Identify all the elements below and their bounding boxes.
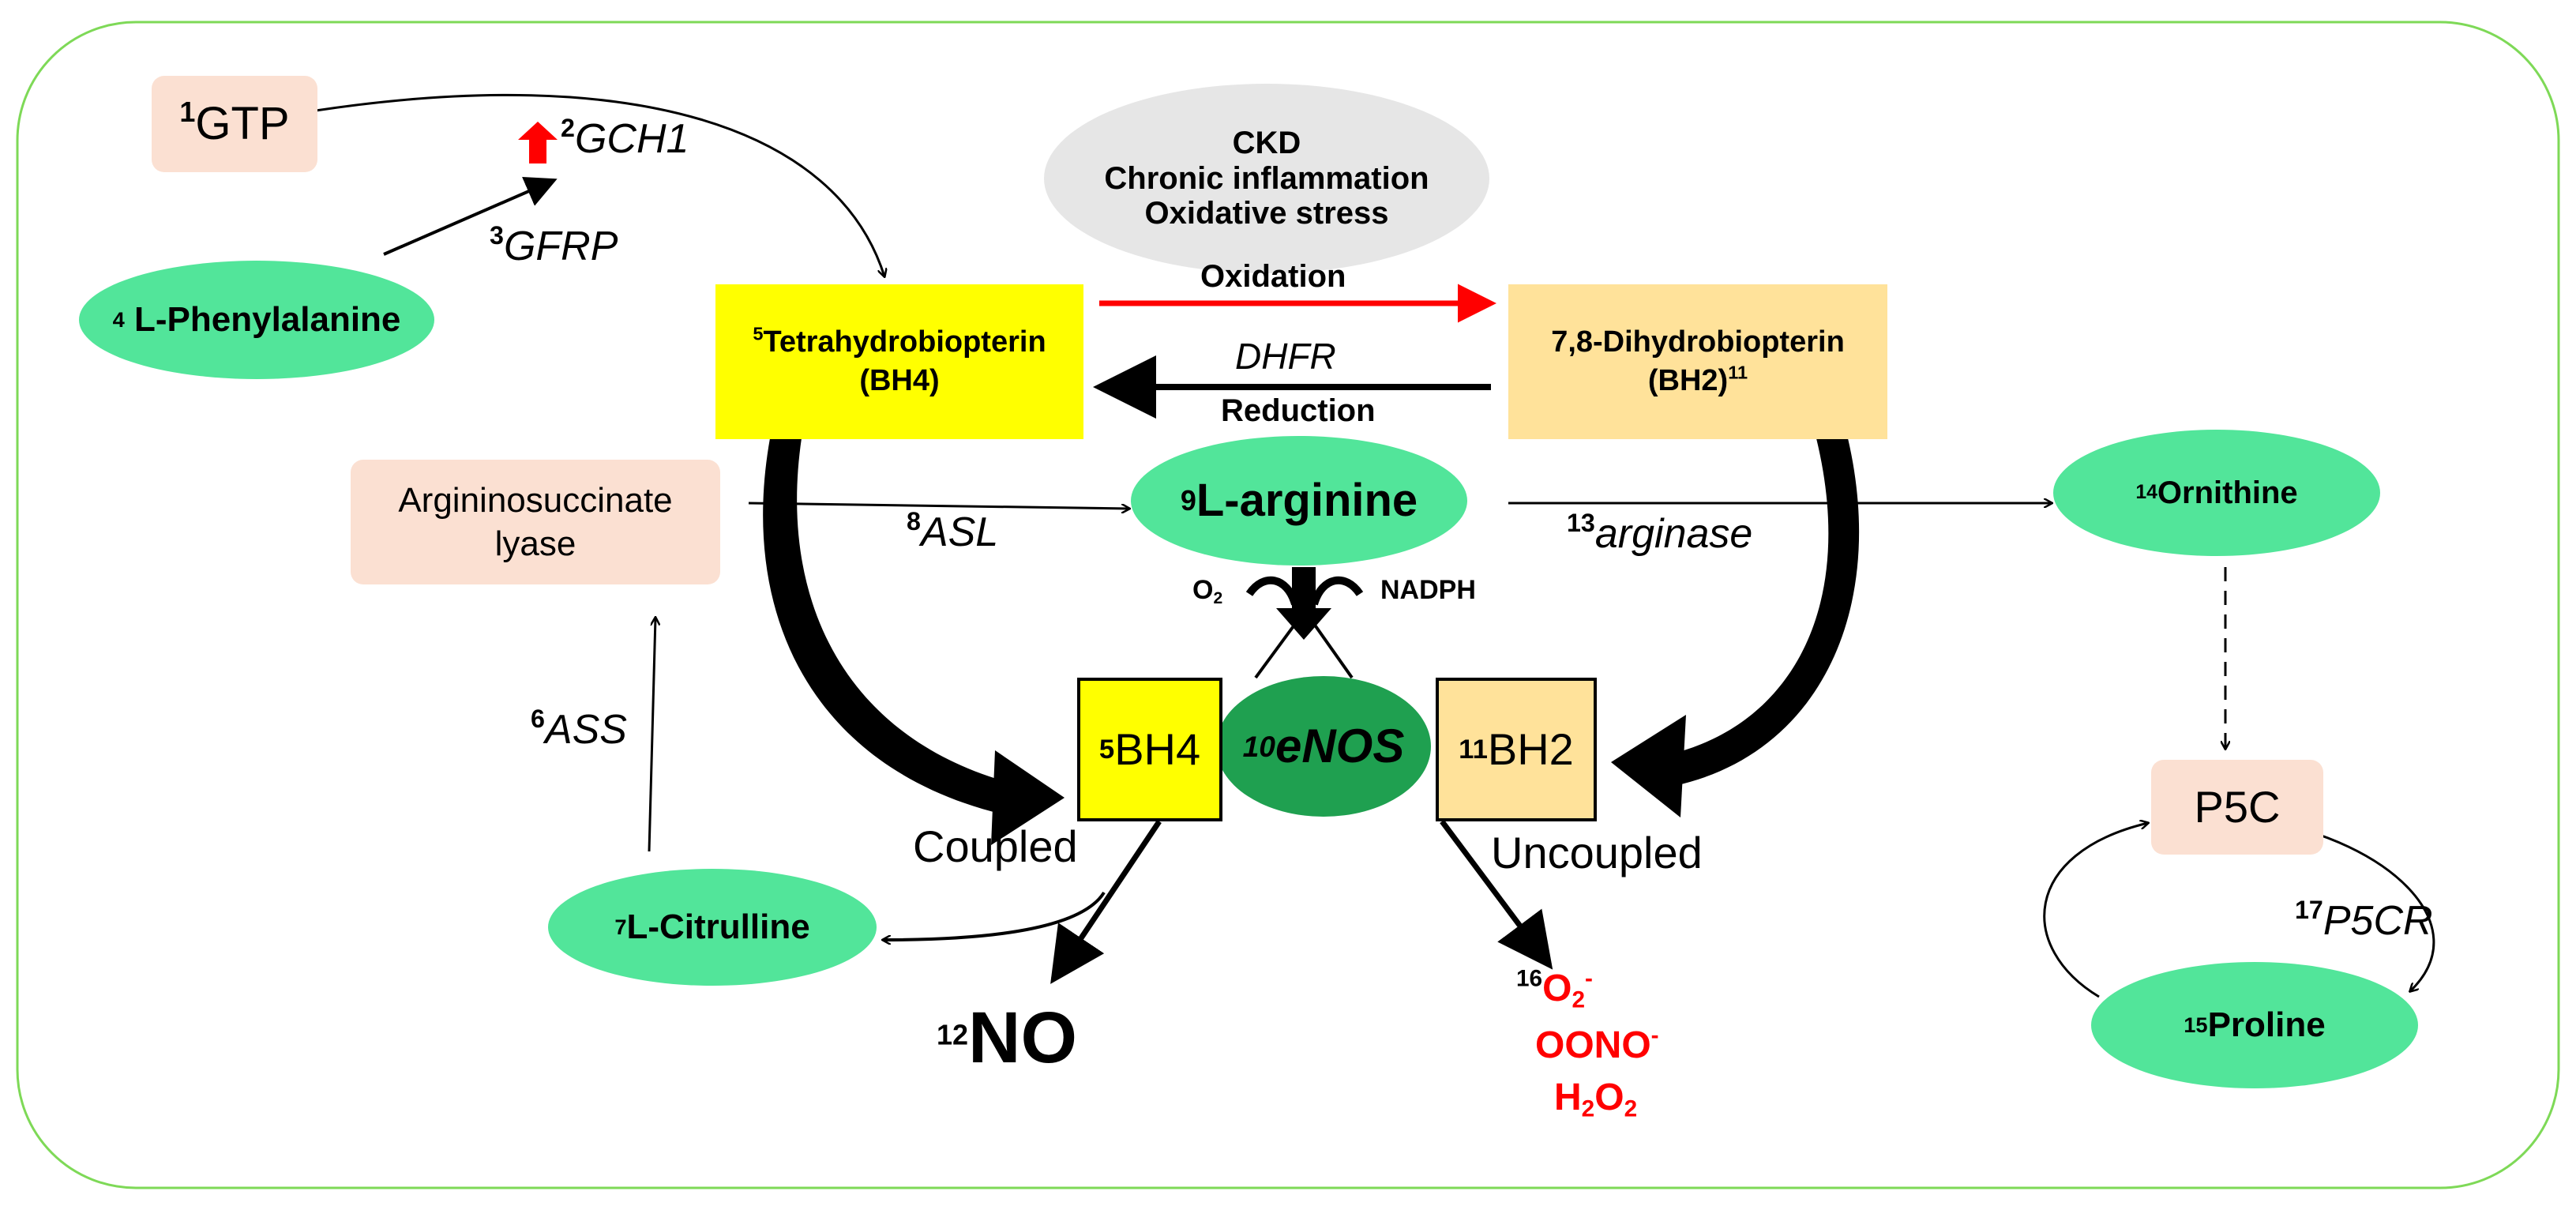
- nadph-arc: [1310, 576, 1364, 606]
- bh2-top-box: 7,8-Dihydrobiopterin (BH2)11: [1508, 284, 1887, 439]
- bh2-uncoupled-arrowhead: [1611, 715, 1686, 817]
- arginine-to-enos-arrowhead: [1276, 608, 1331, 640]
- asl-enzyme-box: Argininosuccinate lyase: [351, 460, 720, 584]
- stress-line-oxidative: Oxidative stress: [1144, 196, 1389, 231]
- oxidation-label: Oxidation: [1200, 259, 1346, 294]
- gtp-to-bh4-arrow: [315, 93, 884, 276]
- proline-to-p5c-arrow: [2043, 823, 2148, 998]
- gtp-number: 1: [179, 96, 196, 128]
- gfrp-number: 3: [490, 221, 504, 250]
- enos-link-left: [1254, 622, 1297, 679]
- no-label: 12NO: [937, 998, 1078, 1078]
- o2-label: O2: [1192, 575, 1223, 607]
- gch1-label: 2GCH1: [561, 114, 689, 162]
- phenylalanine-oval: 4 L-Phenylalanine: [79, 261, 434, 379]
- stress-oval: CKD Chronic inflammation Oxidative stres…: [1044, 84, 1489, 273]
- asl-label: 8ASL: [907, 507, 999, 555]
- ass-arrow: [648, 618, 655, 852]
- arginase-label: 13arginase: [1567, 509, 1753, 557]
- bh4-top-label: Tetrahydrobiopterin: [763, 325, 1046, 359]
- bh4-to-no-arrow: [1050, 820, 1162, 984]
- bh2-top-number: 11: [1728, 362, 1748, 383]
- stress-line-inflammation: Chronic inflammation: [1104, 160, 1429, 196]
- bh2-uncoupled-curve: [1670, 438, 1860, 786]
- bh2-top-label: 7,8-Dihydrobiopterin: [1551, 325, 1845, 359]
- bh4-coupled-arrowhead: [991, 750, 1065, 845]
- uncoupled-label: Uncoupled: [1491, 828, 1703, 877]
- enos-to-citrulline-arrow: [883, 891, 1106, 940]
- arginase-number: 13: [1567, 509, 1595, 538]
- reduction-label: Reduction: [1221, 393, 1376, 428]
- ros-line1: 16O2-: [1516, 965, 1593, 1013]
- o2-arc: [1245, 576, 1299, 606]
- ros-line3: H2O2: [1554, 1077, 1638, 1122]
- arginine-to-enos-shaft: [1292, 567, 1316, 614]
- ros-number: 16: [1516, 965, 1543, 992]
- bh2-to-ros-arrow: [1440, 819, 1553, 970]
- asl-number: 8: [907, 507, 921, 536]
- p5cr-label: 17P5CR: [2295, 896, 2433, 944]
- red-up-arrow-icon: [518, 122, 558, 163]
- p5cr-number: 17: [2295, 896, 2323, 925]
- gfrp-arrow: [383, 177, 558, 256]
- no-number: 12: [937, 1018, 969, 1051]
- gch1-number: 2: [561, 114, 575, 143]
- coupled-label: Coupled: [913, 821, 1078, 871]
- nadph-label: NADPH: [1380, 575, 1476, 605]
- p5c-box: P5C: [2151, 760, 2323, 855]
- ass-number: 6: [531, 705, 545, 734]
- asl-enzyme-line2: lyase: [494, 524, 576, 563]
- bh4-coupled-curve: [763, 438, 1012, 815]
- bh4-top-box: 5Tetrahydrobiopterin (BH4): [715, 284, 1083, 439]
- ros-line2: OONO-: [1535, 1022, 1659, 1066]
- asl-enzyme-line1: Argininosuccinate: [398, 480, 673, 520]
- p5c-label: P5C: [2194, 781, 2281, 832]
- bh4-top-label2: (BH4): [859, 364, 940, 397]
- asl-arrow: [748, 502, 1129, 509]
- stress-line-ckd: CKD: [1232, 125, 1301, 160]
- dhfr-label: DHFR: [1235, 336, 1336, 377]
- gfrp-label: 3GFRP: [490, 221, 618, 269]
- enos-link-right: [1312, 622, 1354, 679]
- ass-label: 6ASS: [531, 705, 627, 753]
- bh4-top-number: 5: [753, 323, 764, 344]
- gtp-label: GTP: [195, 97, 290, 149]
- bh2-top-label2: (BH2): [1647, 364, 1729, 397]
